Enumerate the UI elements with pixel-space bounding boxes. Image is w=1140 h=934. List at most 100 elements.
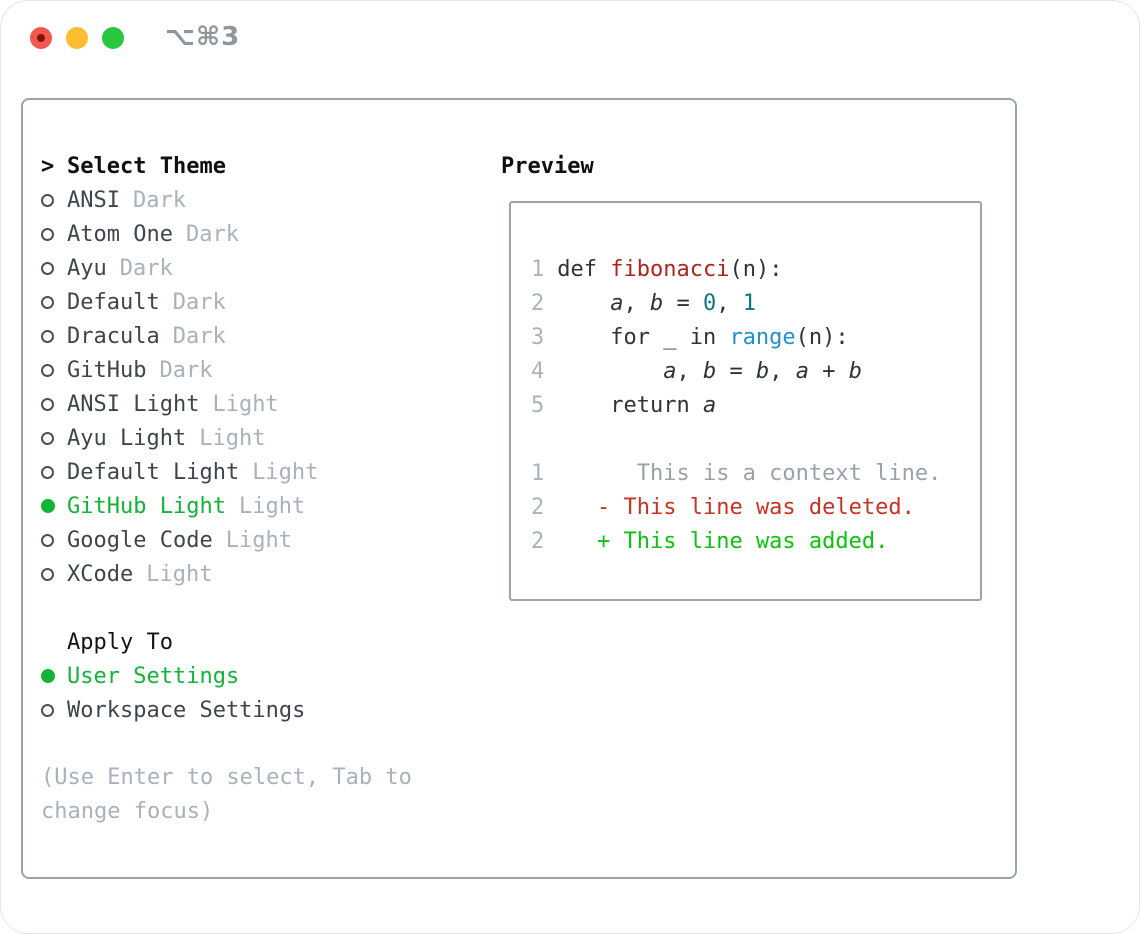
theme-option[interactable]: Default Dark bbox=[41, 285, 501, 319]
code-token-function: fibonacci bbox=[610, 256, 730, 282]
option-label: GitHub Light bbox=[67, 493, 226, 519]
radio-icon bbox=[41, 397, 67, 411]
theme-option[interactable]: ANSI Dark bbox=[41, 183, 501, 217]
apply-target-option[interactable]: User Settings bbox=[41, 659, 501, 693]
code-token-variable: b bbox=[848, 358, 862, 384]
code-token-variable: a bbox=[795, 358, 809, 384]
code-token-builtin: range bbox=[729, 324, 796, 350]
radio-icon bbox=[41, 295, 67, 309]
option-label: Workspace Settings bbox=[67, 697, 306, 723]
hint-text: (Use Enter to select, Tab to change focu… bbox=[41, 765, 412, 824]
diff-preview: 1 This is a context line.2 - This line w… bbox=[531, 456, 980, 558]
theme-option[interactable]: Google Code Light bbox=[41, 523, 501, 557]
option-variant-label: Light bbox=[212, 391, 279, 417]
code-token-plain: for _ in bbox=[557, 324, 730, 350]
theme-option[interactable]: GitHub Dark bbox=[41, 353, 501, 387]
window-title: ⌥⌘3 bbox=[165, 22, 241, 52]
line-number: 2 bbox=[531, 494, 545, 520]
radio-selected-icon bbox=[41, 499, 67, 513]
option-variant-label: Dark bbox=[159, 357, 213, 383]
code-token-number: 1 bbox=[742, 290, 756, 316]
line-number: 2 bbox=[531, 528, 545, 554]
gap bbox=[531, 422, 980, 456]
option-label: Atom One bbox=[67, 221, 173, 247]
code-token-plain bbox=[557, 529, 597, 554]
line-number: 2 bbox=[531, 290, 545, 316]
code-token-plain bbox=[557, 359, 663, 384]
radio-icon bbox=[41, 533, 67, 547]
radio-icon bbox=[41, 431, 67, 445]
preview-title: Preview bbox=[501, 153, 594, 179]
code-token-number: 0 bbox=[702, 290, 717, 316]
apply-to-header-row: Apply To bbox=[41, 625, 501, 659]
apply-target-option[interactable]: Workspace Settings bbox=[41, 693, 501, 727]
close-dot-icon bbox=[37, 34, 45, 42]
maximize-button[interactable] bbox=[102, 27, 124, 49]
code-token-context: This is a context line. bbox=[557, 460, 942, 486]
code-token-added: + This line was added. bbox=[597, 528, 889, 554]
code-token-plain: = bbox=[663, 290, 703, 316]
code-token-plain bbox=[557, 495, 597, 520]
chevron-right-icon: > bbox=[41, 153, 55, 179]
radio-icon bbox=[41, 227, 67, 241]
code-token-plain: , bbox=[716, 290, 743, 316]
option-label: Default bbox=[67, 289, 160, 315]
code-token-plain: , bbox=[676, 358, 703, 384]
code-token-variable: a bbox=[610, 290, 624, 316]
code-token-deleted: - This line was deleted. bbox=[597, 494, 915, 520]
close-button[interactable] bbox=[30, 27, 52, 49]
minimize-button[interactable] bbox=[66, 27, 88, 49]
option-variant-label: Dark bbox=[185, 221, 239, 247]
option-label: Google Code bbox=[67, 527, 213, 553]
code-line: 3 for _ in range(n): bbox=[531, 320, 980, 354]
option-variant-label: Dark bbox=[132, 187, 186, 213]
option-label: GitHub bbox=[67, 357, 147, 383]
option-variant-label: Light bbox=[225, 527, 292, 553]
code-token-plain: def bbox=[557, 256, 611, 282]
radio-icon bbox=[41, 465, 67, 479]
radio-icon bbox=[41, 261, 67, 275]
option-label: ANSI bbox=[67, 187, 120, 213]
code-line: 4 a, b = b, a + b bbox=[531, 354, 980, 388]
apply-to-title: Apply To bbox=[67, 629, 173, 655]
theme-option[interactable]: Default Light Light bbox=[41, 455, 501, 489]
code-line: 1 This is a context line. bbox=[531, 456, 980, 490]
traffic-lights bbox=[30, 27, 124, 49]
line-number: 4 bbox=[531, 358, 545, 384]
line-number: 5 bbox=[531, 392, 545, 418]
code-token-variable: a bbox=[663, 358, 677, 384]
theme-option[interactable]: GitHub Light Light bbox=[41, 489, 501, 523]
option-label: Ayu Light bbox=[67, 425, 187, 451]
theme-option[interactable]: ANSI Light Light bbox=[41, 387, 501, 421]
option-variant-label: Light bbox=[252, 459, 319, 485]
line-number: 1 bbox=[531, 460, 545, 486]
option-label: ANSI Light bbox=[67, 391, 200, 417]
code-token-variable: b bbox=[702, 358, 717, 384]
option-label: Dracula bbox=[67, 323, 160, 349]
theme-option[interactable]: Atom One Dark bbox=[41, 217, 501, 251]
option-label: Default Light bbox=[67, 459, 240, 485]
radio-icon bbox=[41, 329, 67, 343]
option-variant-label: Light bbox=[238, 493, 306, 519]
focused-section-marker: > bbox=[41, 154, 67, 179]
radio-icon bbox=[41, 193, 67, 207]
select-theme-header-row: > Select Theme bbox=[41, 149, 501, 183]
code-token-plain: return bbox=[557, 392, 703, 418]
code-line: 2 - This line was deleted. bbox=[531, 490, 980, 524]
option-variant-label: Light bbox=[146, 561, 213, 587]
line-number: 1 bbox=[531, 256, 545, 282]
preview-header-row: Preview bbox=[501, 149, 1015, 183]
option-variant-label: Dark bbox=[172, 289, 226, 315]
code-token-plain: , bbox=[769, 358, 796, 384]
